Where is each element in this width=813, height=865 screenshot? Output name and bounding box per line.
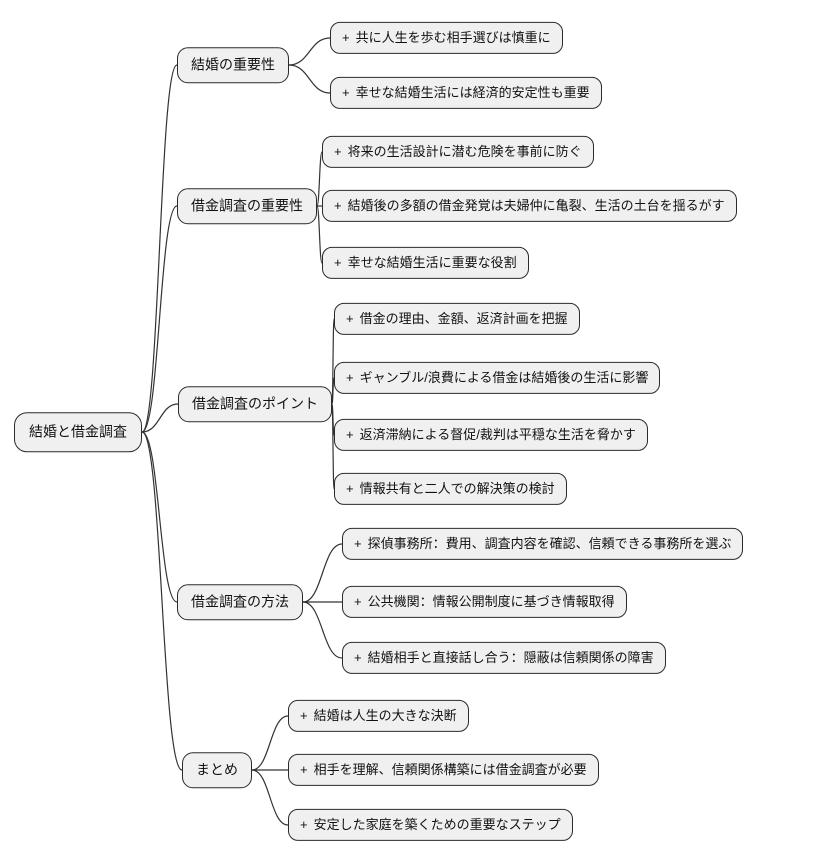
leaf-label: 情報共有と二人での解決策の検討	[359, 480, 555, 496]
root-node[interactable]: 結婚と借金調査	[14, 412, 142, 452]
connector-line	[141, 205, 178, 433]
leaf-node[interactable]: + 安定した家庭を築くための重要なステップ	[288, 808, 573, 842]
connector-line	[288, 64, 331, 94]
branch-node-debt-check-points[interactable]: 借金調査のポイント	[178, 386, 332, 422]
leaf-node[interactable]: + 相手を理解、信頼関係構築には借金調査が必要	[288, 753, 599, 787]
leaf-node[interactable]: + 返済滞納による督促/裁判は平穏な生活を脅かす	[334, 418, 648, 452]
leaf-label: 結婚は人生の大きな決断	[313, 707, 457, 723]
expand-icon: +	[334, 254, 342, 270]
leaf-node[interactable]: + 幸せな結婚生活には経済的安定性も重要	[330, 76, 602, 110]
branch-label: 借金調査のポイント	[192, 395, 318, 412]
leaf-label: 返済滞納による督促/裁判は平穏な生活を脅かす	[359, 426, 636, 442]
connector-line	[251, 715, 289, 771]
leaf-node[interactable]: + 共に人生を歩む相手選びは慎重に	[330, 21, 563, 55]
connector-line	[302, 543, 343, 603]
connector-line	[316, 205, 323, 264]
connector-line	[288, 37, 331, 66]
leaf-node[interactable]: + ギャンブル/浪費による借金は結婚後の生活に影響	[334, 361, 661, 395]
connector-line	[141, 431, 183, 771]
expand-icon: +	[354, 535, 362, 551]
expand-icon: +	[300, 761, 308, 777]
branch-node-summary[interactable]: まとめ	[182, 752, 252, 788]
leaf-label: 安定した家庭を築くための重要なステップ	[313, 816, 561, 832]
expand-icon: +	[334, 197, 342, 213]
leaf-label: 借金の理由、金額、返済計画を把握	[359, 310, 568, 326]
expand-icon: +	[300, 707, 308, 723]
branch-label: 借金調査の重要性	[191, 197, 303, 214]
leaf-node[interactable]: + 幸せな結婚生活に重要な役割	[322, 246, 529, 280]
connector-line	[141, 403, 179, 433]
leaf-node[interactable]: + 結婚相手と直接話し合う：隠蔽は信頼関係の障害	[342, 641, 666, 675]
expand-icon: +	[354, 593, 362, 609]
leaf-label: 将来の生活設計に潜む危険を事前に防ぐ	[347, 143, 582, 159]
expand-icon: +	[300, 816, 308, 832]
expand-icon: +	[346, 310, 354, 326]
leaf-node[interactable]: + 情報共有と二人での解決策の検討	[334, 472, 567, 506]
connector-line	[251, 769, 289, 826]
leaf-label: 結婚相手と直接話し合う：隠蔽は信頼関係の障害	[367, 649, 654, 665]
expand-icon: +	[346, 369, 354, 385]
connector-line	[141, 431, 178, 603]
leaf-label: ギャンブル/浪費による借金は結婚後の生活に影響	[359, 369, 649, 385]
leaf-label: 相手を理解、信頼関係構築には借金調査が必要	[313, 761, 587, 777]
leaf-node[interactable]: + 結婚後の多額の借金発覚は夫婦仲に亀裂、生活の土台を揺るがす	[322, 189, 737, 223]
connector-line	[141, 64, 178, 433]
leaf-node[interactable]: + 探偵事務所：費用、調査内容を確認、信頼できる事務所を選ぶ	[342, 527, 744, 561]
connector-line	[316, 151, 323, 207]
expand-icon: +	[342, 29, 350, 45]
leaf-label: 公共機関：情報公開制度に基づき情報取得	[367, 593, 615, 609]
leaf-node[interactable]: + 借金の理由、金額、返済計画を把握	[334, 302, 580, 336]
leaf-node[interactable]: + 将来の生活設計に潜む危険を事前に防ぐ	[322, 135, 594, 169]
expand-icon: +	[346, 480, 354, 496]
connector-line	[331, 377, 335, 405]
connector-line	[331, 403, 335, 490]
branch-label: 結婚の重要性	[191, 56, 275, 73]
branch-label: まとめ	[196, 761, 238, 778]
leaf-node[interactable]: + 結婚は人生の大きな決断	[288, 699, 469, 733]
branch-label: 借金調査の方法	[191, 593, 289, 610]
expand-icon: +	[342, 84, 350, 100]
expand-icon: +	[346, 426, 354, 442]
branch-node-debt-check-importance[interactable]: 借金調査の重要性	[177, 188, 317, 224]
leaf-label: 探偵事務所：費用、調査内容を確認、信頼できる事務所を選ぶ	[367, 535, 732, 551]
leaf-label: 結婚後の多額の借金発覚は夫婦仲に亀裂、生活の土台を揺るがす	[347, 197, 725, 213]
branch-node-marriage-importance[interactable]: 結婚の重要性	[177, 47, 289, 83]
leaf-label: 共に人生を歩む相手選びは慎重に	[355, 29, 551, 45]
leaf-node[interactable]: + 公共機関：情報公開制度に基づき情報取得	[342, 585, 627, 619]
branch-node-debt-check-methods[interactable]: 借金調査の方法	[177, 584, 303, 620]
connector-line	[302, 601, 343, 659]
leaf-label: 幸せな結婚生活に重要な役割	[347, 254, 517, 270]
root-label: 結婚と借金調査	[29, 423, 127, 440]
leaf-label: 幸せな結婚生活には経済的安定性も重要	[355, 84, 590, 100]
expand-icon: +	[354, 649, 362, 665]
expand-icon: +	[334, 143, 342, 159]
